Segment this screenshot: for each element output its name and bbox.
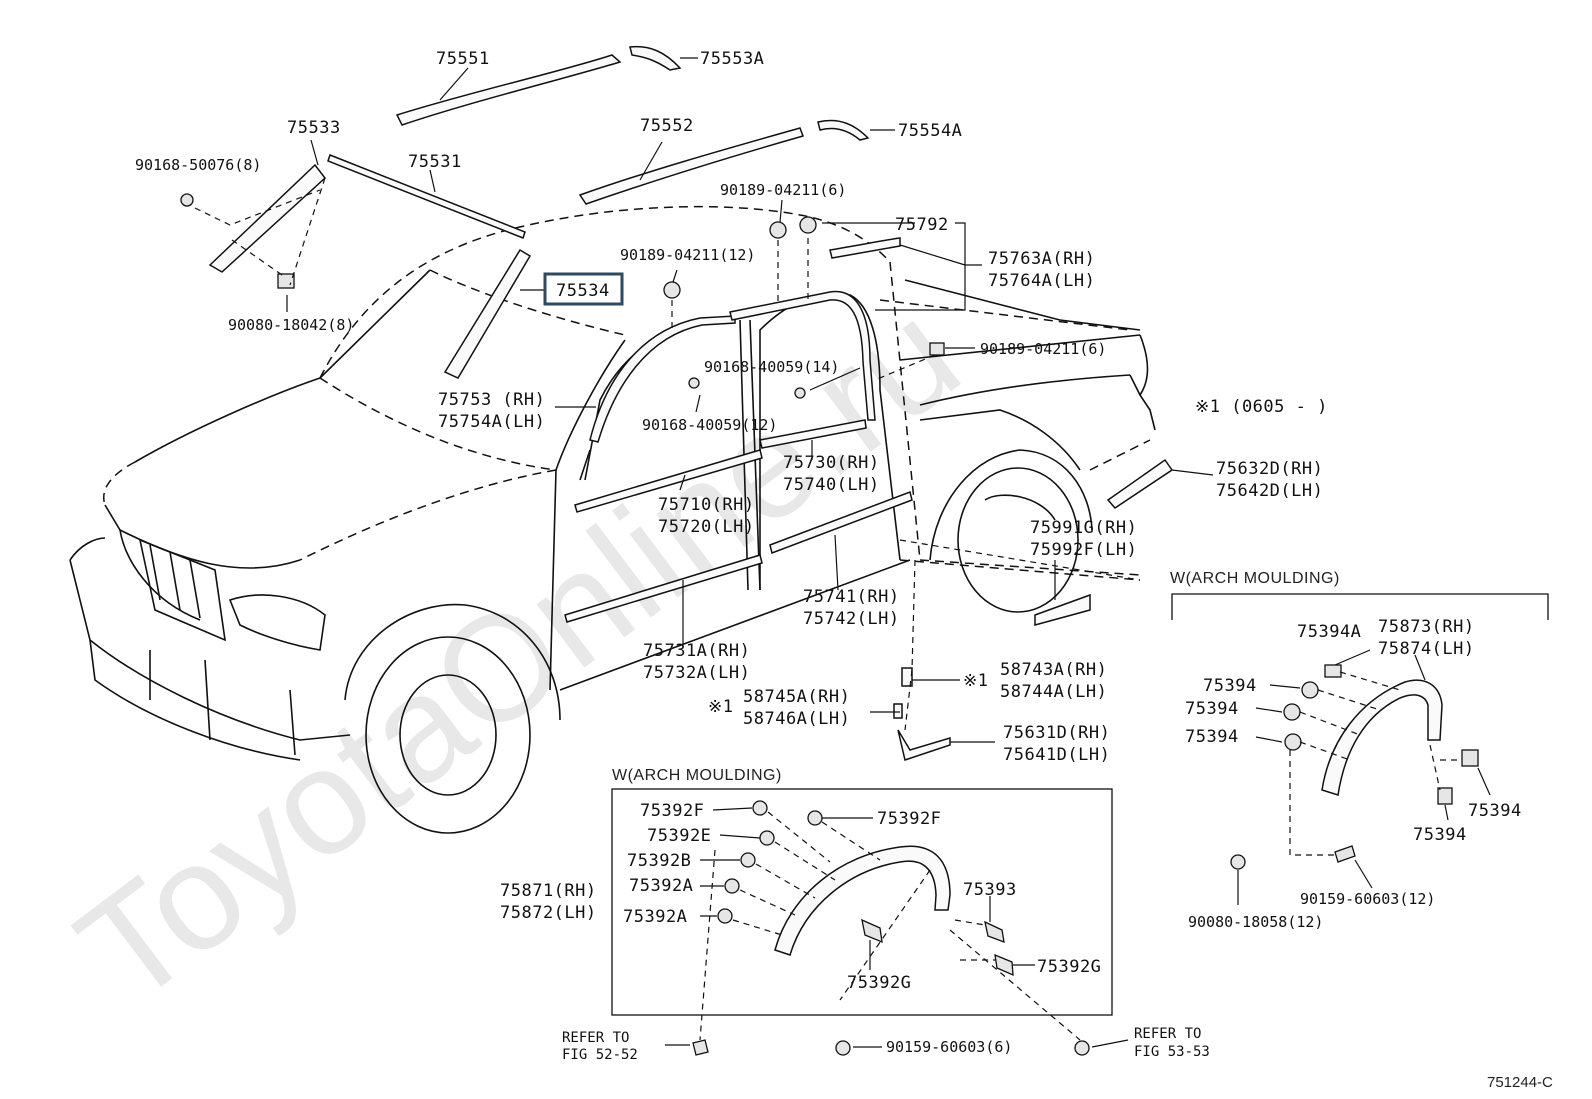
label-75740: 75740(LH) [783,475,880,495]
label-75764A: 75764A(LH) [988,271,1095,291]
refer-to-right: REFER TO [1134,1026,1201,1042]
label-75392A-a: 75392A [629,876,693,896]
windshield-mouldings [180,154,532,379]
label-75991G: 75991G(RH) [1030,518,1137,538]
label-75742: 75742(LH) [803,609,900,629]
label-75732A: 75732A(LH) [643,663,750,683]
label-75394-5: 75394 [1413,825,1467,845]
label-75392B: 75392B [627,851,691,871]
section-title-arch-bottom: W(ARCH MOULDING) [612,767,782,784]
part-labels: 75551 75553A 75552 75554A 75533 90168-50… [135,49,1553,1091]
door-frame-mouldings [589,237,901,449]
label-75533: 75533 [287,118,341,138]
leader-lines [194,57,1214,743]
label-75741: 75741(RH) [803,587,900,607]
arch-moulding-right-inset [1171,593,1549,905]
label-75631D: 75631D(RH) [1003,723,1110,743]
label-75392F-b: 75392F [877,809,941,829]
label-90189-04211-6b: 90189-04211(6) [980,340,1106,358]
label-75392E: 75392E [647,826,711,846]
label-75731A: 75731A(RH) [643,641,750,661]
drawing-id: 751244-C [1487,1074,1553,1091]
label-90080-18042: 90080-18042(8) [228,316,354,334]
arch-moulding-bottom-inset [611,788,1129,1056]
label-75763A: 75763A(RH) [988,249,1095,269]
rocker-parts [893,667,951,761]
label-75553A: 75553A [700,49,764,69]
label-90168-40059-12: 90168-40059(12) [642,416,777,434]
label-75394-1: 75394 [1203,676,1257,696]
label-75392A-b: 75392A [623,907,687,927]
label-75873: 75873(RH) [1378,617,1475,637]
side-mouldings [564,449,1174,626]
label-90080-18058: 90080-18058(12) [1188,913,1323,931]
label-75554A: 75554A [898,121,962,141]
label-90159-60603-12: 90159-60603(12) [1300,890,1435,908]
roof-rails [395,45,870,205]
label-75720: 75720(LH) [658,517,755,537]
label-75394-4: 75394 [1468,801,1522,821]
label-75392G-a: 75392G [1037,957,1101,977]
label-90168-40059-14: 90168-40059(14) [704,358,839,376]
label-75392F-a: 75392F [640,801,704,821]
label-75730: 75730(RH) [783,453,880,473]
label-75992F: 75992F(LH) [1030,540,1137,560]
label-75534: 75534 [556,281,610,301]
label-75392G-b: 75392G [847,973,911,993]
label-90159-60603-6: 90159-60603(6) [886,1038,1012,1056]
label-90168-50076: 90168-50076(8) [135,156,261,174]
refer-to-left: REFER TO [562,1030,629,1046]
label-75872: 75872(LH) [500,903,597,923]
label-75394A: 75394A [1297,622,1361,642]
label-75393: 75393 [963,880,1017,900]
label-75792: 75792 [895,215,949,235]
label-58745A: 58745A(RH) [743,687,850,707]
label-75874: 75874(LH) [1378,639,1475,659]
fig-ref-left: FIG 52-52 [562,1047,638,1063]
label-75394-2: 75394 [1185,699,1239,719]
label-75551: 75551 [436,49,490,69]
label-75394-3: 75394 [1185,727,1239,747]
label-75641D: 75641D(LH) [1003,745,1110,765]
label-75753: 75753 (RH) [438,390,545,410]
highlight-box-75534 [543,272,624,306]
label-75642D: 75642D(LH) [1216,481,1323,501]
clips-top [663,216,945,399]
label-90189-04211-12: 90189-04211(12) [620,246,755,264]
label-75531: 75531 [408,152,462,172]
label-mark-1b: ※1 [708,697,733,717]
label-75871: 75871(RH) [500,881,597,901]
label-note-0605: ※1 (0605 - ) [1195,397,1328,417]
fig-ref-right: FIG 53-53 [1134,1044,1210,1060]
label-75710: 75710(RH) [658,495,755,515]
label-90189-04211-6a: 90189-04211(6) [720,181,846,199]
label-75632D: 75632D(RH) [1216,459,1323,479]
section-title-arch-right: W(ARCH MOULDING) [1170,570,1340,587]
label-mark-1a: ※1 [963,671,988,691]
label-58744A: 58744A(LH) [1000,682,1107,702]
label-75754A: 75754A(LH) [438,412,545,432]
label-75552: 75552 [640,116,694,136]
label-58746A: 58746A(LH) [743,709,850,729]
label-58743A: 58743A(RH) [1000,660,1107,680]
